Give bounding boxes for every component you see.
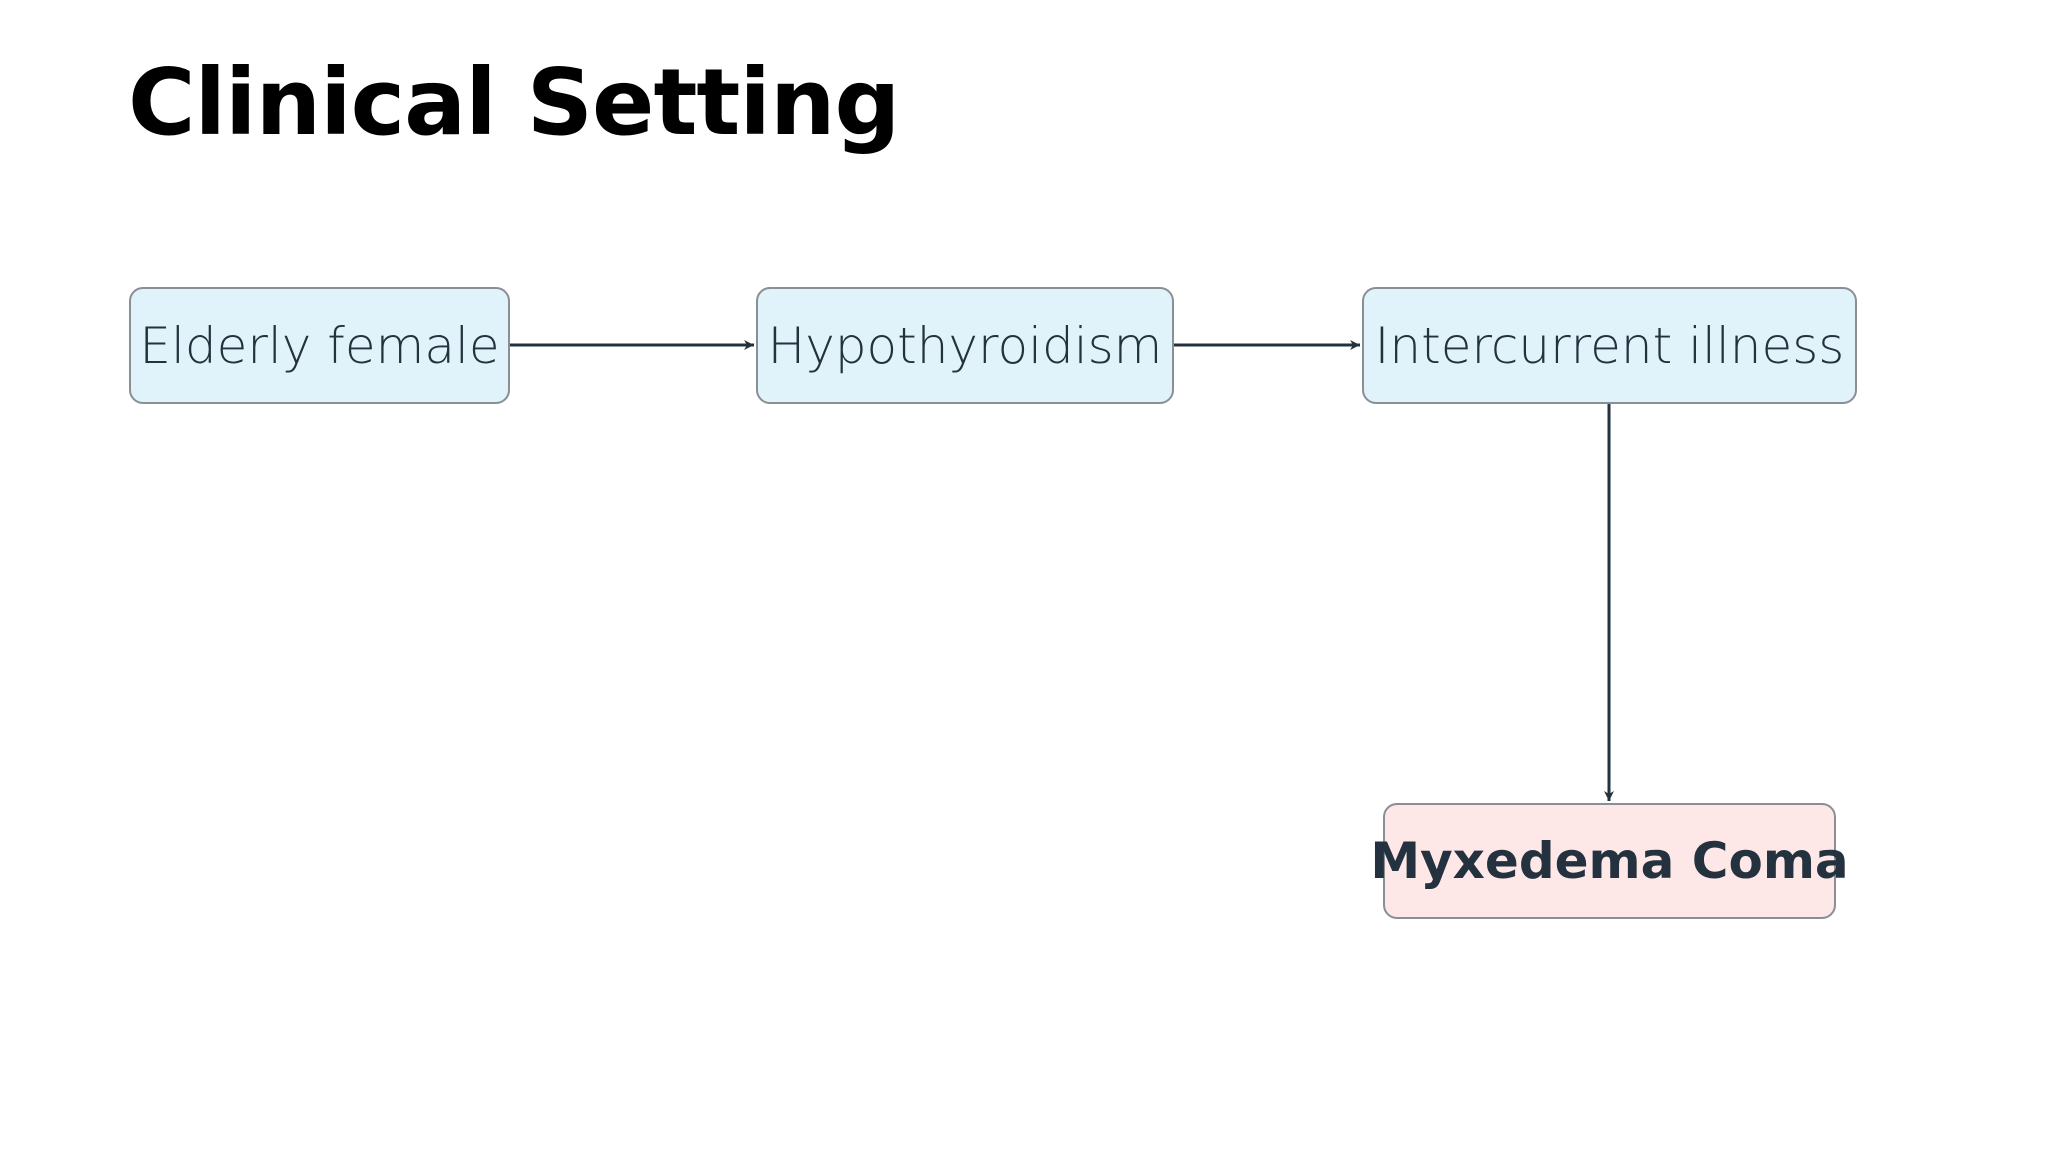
node-intercurrent-illness: Intercurrent illness [1362,287,1857,404]
node-elderly-female: Elderly female [129,287,510,404]
node-myxedema-coma: Myxedema Coma [1370,803,1849,919]
slide-title: Clinical Setting [128,49,900,156]
node-hypothyroidism: Hypothyroidism [756,287,1174,404]
